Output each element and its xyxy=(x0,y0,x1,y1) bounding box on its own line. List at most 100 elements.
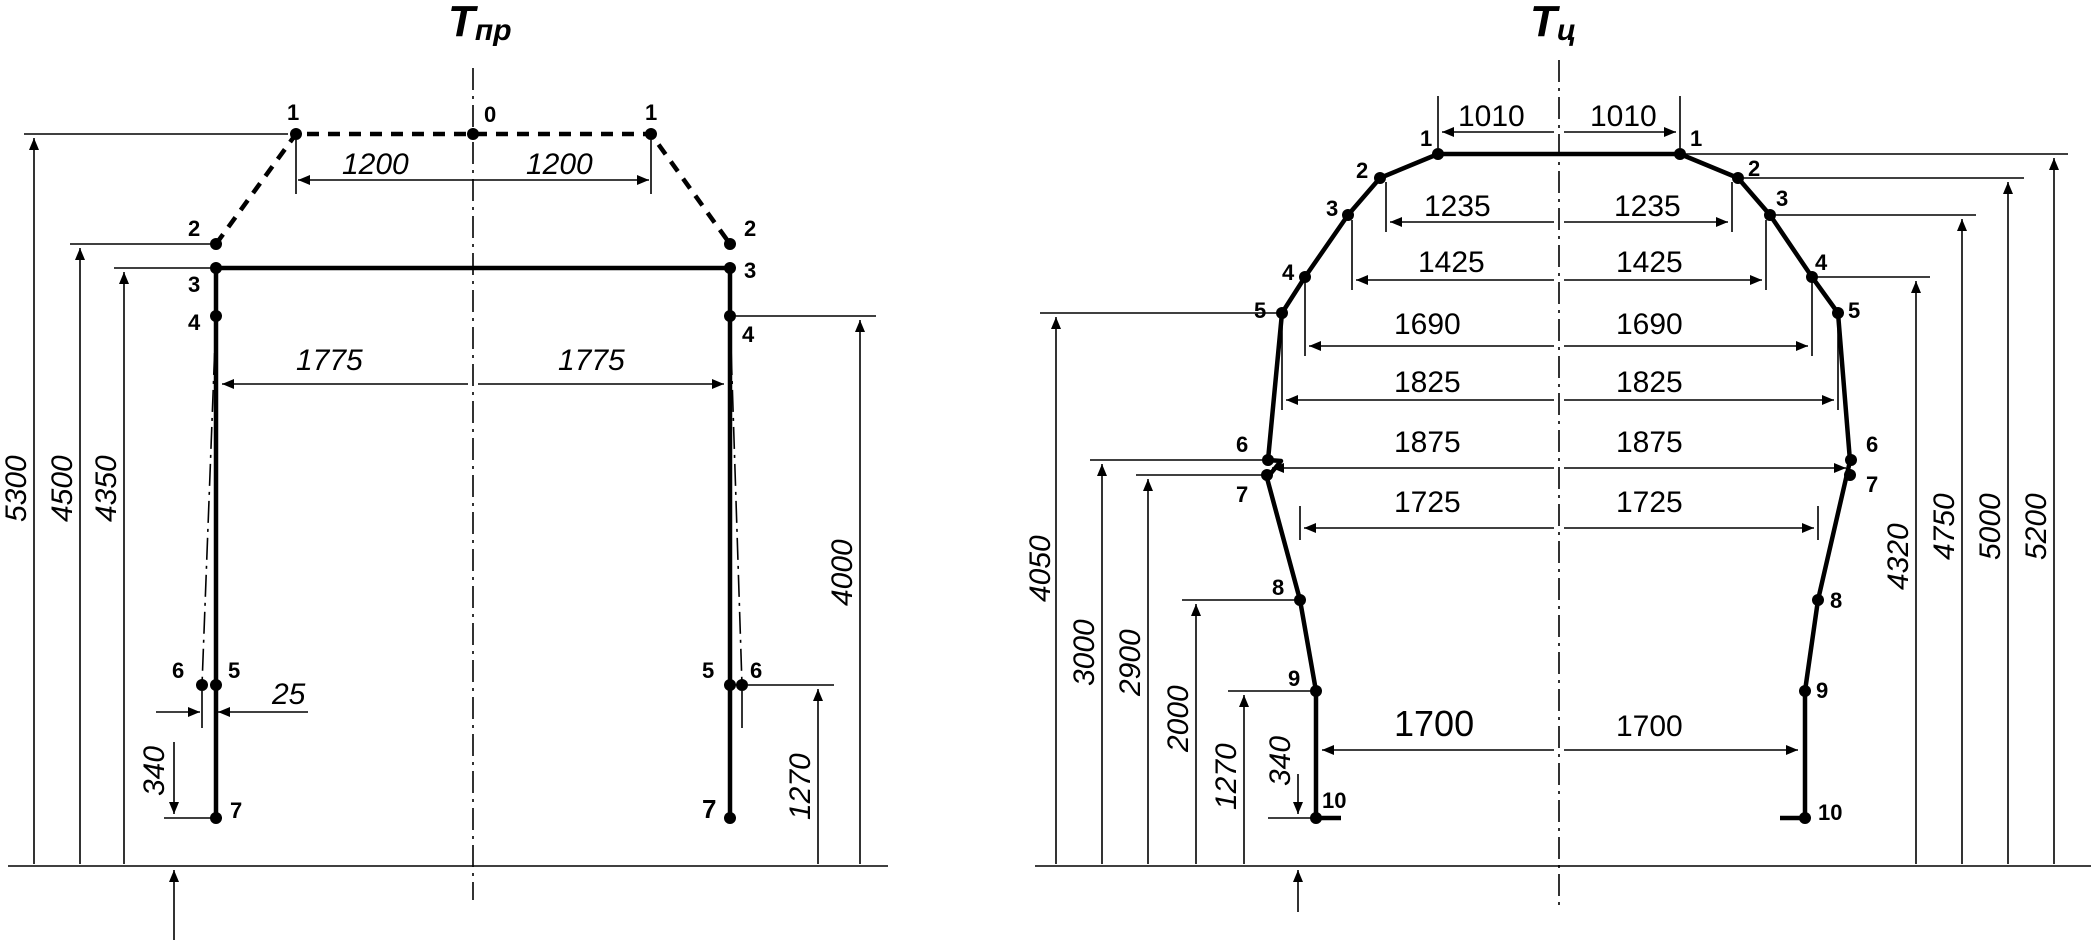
right-point-10b xyxy=(1799,812,1811,824)
right-dim-1690-a: 1690 xyxy=(1394,308,1461,341)
right-point-8b xyxy=(1812,594,1824,606)
right-dim-1725-b: 1725 xyxy=(1616,486,1683,519)
left-point-6b xyxy=(736,679,748,691)
right-dim-4050: 4050 xyxy=(1024,535,1057,602)
left-label-2a: 2 xyxy=(188,216,200,241)
right-label-10b: 10 xyxy=(1818,800,1842,825)
right-label-8a: 8 xyxy=(1272,575,1284,600)
left-point-1a xyxy=(290,128,302,140)
right-dim-1725-a: 1725 xyxy=(1394,486,1461,519)
right-point-8a xyxy=(1294,594,1306,606)
left-dim-1775-a: 1775 xyxy=(296,344,363,377)
right-label-9b: 9 xyxy=(1816,678,1828,703)
right-point-9b xyxy=(1799,685,1811,697)
left-label-6a: 6 xyxy=(172,658,184,683)
left-point-4a xyxy=(210,310,222,322)
right-label-5a: 5 xyxy=(1254,298,1266,323)
right-dim-1425-b: 1425 xyxy=(1616,246,1683,279)
right-point-5a xyxy=(1276,307,1288,319)
left-horizontal-dimensions: 1200 1200 1775 1775 25 xyxy=(156,140,743,728)
right-dim-340: 340 xyxy=(1264,736,1297,786)
left-gauge: Tпр 0 xyxy=(0,0,888,940)
left-points xyxy=(196,128,748,824)
right-label-2a: 2 xyxy=(1356,158,1368,183)
left-label-6b: 6 xyxy=(750,658,762,683)
left-point-2a xyxy=(210,238,222,250)
left-label-7b: 7 xyxy=(702,794,716,824)
left-label-0: 0 xyxy=(484,102,496,127)
right-contour xyxy=(1264,151,1853,821)
left-point-4b xyxy=(724,310,736,322)
right-point-7a xyxy=(1261,469,1273,481)
right-label-8b: 8 xyxy=(1830,588,1842,613)
right-label-3a: 3 xyxy=(1326,196,1338,221)
left-upper-contour xyxy=(214,131,732,246)
left-label-3a: 3 xyxy=(188,272,200,297)
left-label-4a: 4 xyxy=(188,310,201,335)
right-dim-2900: 2900 xyxy=(1114,629,1147,697)
right-point-9a xyxy=(1310,685,1322,697)
right-label-7a: 7 xyxy=(1236,482,1248,507)
right-dim-5000: 5000 xyxy=(1974,493,2007,560)
right-dim-2000: 2000 xyxy=(1162,685,1195,753)
right-dim-1700-a: 1700 xyxy=(1394,703,1474,744)
left-label-5a: 5 xyxy=(228,658,240,683)
right-dim-1700-b: 1700 xyxy=(1616,710,1683,743)
left-point-5a xyxy=(210,679,222,691)
right-dim-1425-a: 1425 xyxy=(1418,246,1485,279)
left-label-7a: 7 xyxy=(230,798,242,823)
left-label-1a: 1 xyxy=(287,100,299,125)
right-label-2b: 2 xyxy=(1748,156,1760,181)
right-label-3b: 3 xyxy=(1776,186,1788,211)
right-label-1b: 1 xyxy=(1690,126,1702,151)
right-point-2b xyxy=(1732,172,1744,184)
right-label-6a: 6 xyxy=(1236,432,1248,457)
right-point-labels: 1 1 2 2 3 3 4 4 5 5 6 6 7 7 8 8 9 9 10 1… xyxy=(1236,126,1878,825)
right-point-1b xyxy=(1674,148,1686,160)
left-point-6a xyxy=(196,679,208,691)
left-dim-1775-b: 1775 xyxy=(558,344,625,377)
right-dim-1010-b: 1010 xyxy=(1590,100,1657,133)
right-label-4b: 4 xyxy=(1815,250,1828,275)
right-gauge: Tц 1 xyxy=(1024,0,2091,912)
right-label-5b: 5 xyxy=(1848,298,1860,323)
right-dim-4750: 4750 xyxy=(1928,493,1961,560)
right-label-4a: 4 xyxy=(1282,260,1295,285)
left-point-7b xyxy=(724,812,736,824)
right-label-10a: 10 xyxy=(1322,788,1346,813)
right-vertical-dimensions: 4050 3000 2900 2000 1270 340 4320 4750 xyxy=(1024,153,2068,912)
right-point-4b xyxy=(1806,271,1818,283)
right-point-3a xyxy=(1342,209,1354,221)
left-slope-right xyxy=(729,315,743,686)
left-dim-5300: 5300 xyxy=(0,455,33,522)
right-dim-5200: 5200 xyxy=(2020,493,2053,560)
right-dim-1235-a: 1235 xyxy=(1424,190,1491,223)
right-label-1a: 1 xyxy=(1420,126,1432,151)
left-label-2b: 2 xyxy=(744,216,756,241)
left-point-3a xyxy=(210,262,222,274)
right-dim-1270: 1270 xyxy=(1210,743,1243,810)
right-label-9a: 9 xyxy=(1288,666,1300,691)
right-point-6a xyxy=(1262,454,1274,466)
right-point-5b xyxy=(1832,307,1844,319)
right-point-1a xyxy=(1432,148,1444,160)
right-horizontal-dimensions: 1010 1010 1235 1235 1425 1425 1690 1690 xyxy=(1272,96,1846,755)
left-point-0 xyxy=(467,128,479,140)
right-dim-1010-a: 1010 xyxy=(1458,100,1525,133)
right-dim-1875-a: 1875 xyxy=(1394,426,1461,459)
right-dim-1875-b: 1875 xyxy=(1616,426,1683,459)
left-dim-4350: 4350 xyxy=(90,455,123,522)
right-label-6b: 6 xyxy=(1866,432,1878,457)
right-title: Tц xyxy=(1530,0,1576,47)
left-label-3b: 3 xyxy=(744,258,756,283)
right-point-7b xyxy=(1844,469,1856,481)
right-dim-4320: 4320 xyxy=(1882,523,1915,590)
left-dim-340: 340 xyxy=(138,746,171,796)
left-dim-25: 25 xyxy=(271,678,306,711)
right-dim-3000: 3000 xyxy=(1068,619,1101,686)
left-dim-4000: 4000 xyxy=(826,539,859,606)
left-point-3b xyxy=(724,262,736,274)
left-vertical-dimensions: 5300 4500 4350 4000 1270 340 xyxy=(0,133,876,940)
left-dim-1270: 1270 xyxy=(784,753,817,820)
